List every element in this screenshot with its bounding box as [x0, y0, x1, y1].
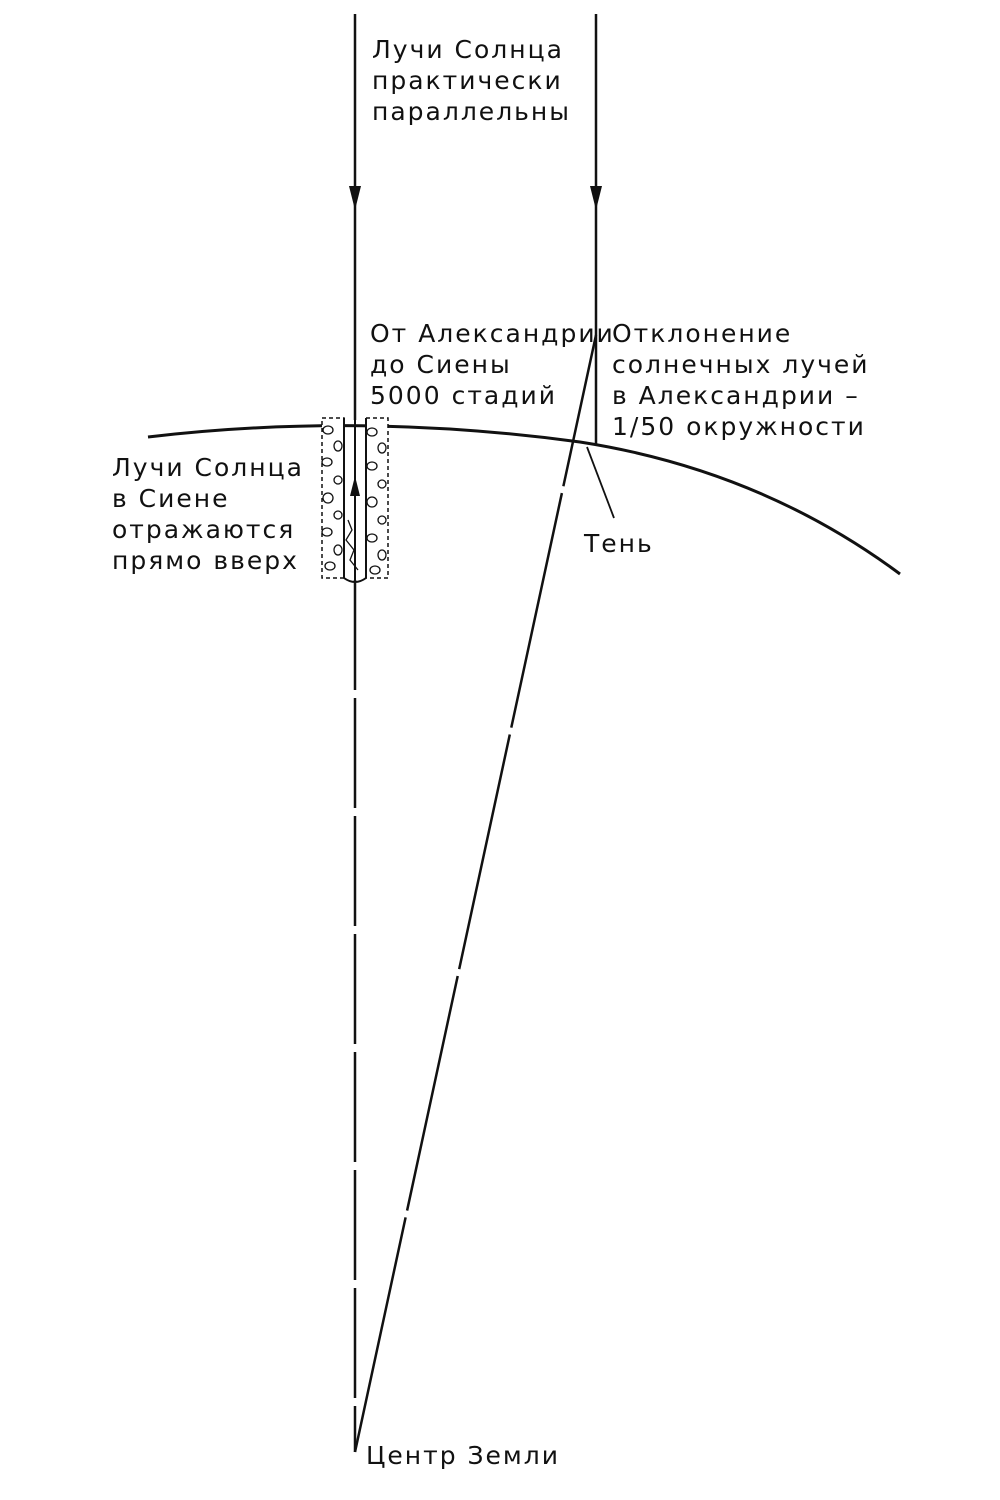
deviation-label: Отклонение солнечных лучей в Александрии… — [612, 319, 870, 441]
shadow-label: Тень — [584, 529, 654, 558]
earth-surface-arc — [147, 424, 901, 576]
arrow-down-icon — [590, 186, 602, 210]
distance-label: От Александрии до Сиены 5000 стадий — [370, 319, 615, 410]
radius-alexandria — [353, 334, 598, 1453]
rays-parallel-label: Лучи Солнца практически параллельны — [372, 35, 571, 126]
earth-center-label: Центр Земли — [366, 1441, 561, 1470]
arrow-down-icon — [349, 186, 361, 210]
well-icon — [321, 417, 389, 583]
syene-rays-label: Лучи Солнца в Сиене отражаются прямо вве… — [112, 453, 304, 575]
shadow-leader-line — [586, 446, 615, 519]
arrow-up-icon — [350, 476, 360, 496]
